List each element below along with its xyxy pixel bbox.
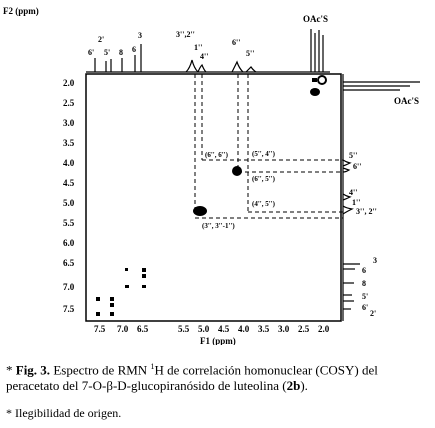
svg-text:4.0: 4.0	[63, 158, 75, 168]
svg-text:2.0: 2.0	[63, 78, 75, 88]
label-6: 6	[132, 45, 136, 54]
caption-text-2: H de correlación homonuclear (COSY) del …	[6, 362, 378, 394]
svg-text:3.0: 3.0	[278, 324, 290, 334]
label-3dd-2dd: 3'',2''	[176, 30, 195, 39]
label-1dd: 1''	[194, 43, 202, 52]
label-4dd: 4''	[200, 52, 208, 61]
caption-text-1: Espectro de RMN	[53, 362, 151, 378]
right-peak-labels: OAc'S 5'' 6'' 4'' 1'' 3'', 2'' 3 6 8 5' …	[349, 96, 419, 318]
svg-text:3.0: 3.0	[63, 118, 75, 128]
svg-text:5.5: 5.5	[63, 218, 75, 228]
label-3: 3	[138, 31, 142, 40]
label-oacs-top: OAc'S	[303, 14, 328, 24]
figure-caption: * Fig. 3. Espectro de RMN 1H de correlac…	[6, 359, 431, 394]
svg-text:6.5: 6.5	[137, 324, 149, 334]
caption-text-3: ).	[300, 378, 308, 394]
label-oacs-right: OAc'S	[394, 96, 419, 106]
footnote: * Ilegibilidad de origen.	[6, 406, 122, 420]
svg-text:8: 8	[362, 279, 366, 288]
cross-peak-labels: (6'', 6'') (5'', 4'') (6'', 5'') (4'', 5…	[202, 150, 276, 230]
svg-text:4.5: 4.5	[218, 324, 230, 334]
svg-text:2.5: 2.5	[298, 324, 310, 334]
svg-text:5'': 5''	[349, 151, 357, 160]
svg-text:(3'', 3''-1''): (3'', 3''-1'')	[202, 222, 235, 230]
f2-axis-label: F2 (ppm)	[3, 6, 39, 16]
label-5dd: 5''	[246, 49, 254, 58]
label-5prime: 5'	[104, 48, 110, 57]
caption-compound: 2b	[286, 378, 301, 394]
svg-text:3.5: 3.5	[63, 138, 75, 148]
y-axis-ticks: 2.0 2.5 3.0 3.5 4.0 4.5 5.0 5.5 6.0 6.5 …	[63, 78, 75, 314]
svg-text:4'': 4''	[349, 188, 357, 197]
svg-text:5.0: 5.0	[198, 324, 210, 334]
svg-text:5': 5'	[362, 292, 368, 301]
svg-text:2.5: 2.5	[63, 98, 75, 108]
svg-text:3'', 2'': 3'', 2''	[356, 207, 377, 216]
caption-fig-label: Fig. 3.	[15, 362, 51, 378]
svg-text:7.0: 7.0	[117, 324, 129, 334]
caption-superscript: 1	[150, 362, 155, 371]
right-1d-projection	[342, 74, 420, 321]
svg-text:2': 2'	[370, 309, 376, 318]
svg-text:4.5: 4.5	[63, 178, 75, 188]
plot-frame	[85, 73, 342, 322]
svg-text:3: 3	[373, 256, 377, 265]
svg-text:5.0: 5.0	[63, 198, 75, 208]
svg-text:6': 6'	[362, 303, 368, 312]
top-peak-labels: 2' 6' 5' 8 6 3 3'',2'' 1'' 4'' 6'' 5'' O…	[88, 14, 328, 61]
svg-text:6: 6	[362, 266, 366, 275]
svg-text:5.5: 5.5	[178, 324, 190, 334]
caption-marker: *	[6, 362, 13, 378]
cosy-spectrum-figure: F2 (ppm) 2' 6' 5' 8 6 3 3'',2'' 1'' 4'' …	[3, 6, 420, 345]
svg-text:3.5: 3.5	[258, 324, 270, 334]
svg-text:2.0: 2.0	[318, 324, 330, 334]
label-2prime: 2'	[98, 35, 104, 44]
f1-axis-label: F1 (ppm)	[200, 336, 236, 345]
label-6prime: 6'	[88, 48, 94, 57]
svg-text:(4'', 5''): (4'', 5'')	[252, 200, 276, 208]
svg-text:1'': 1''	[352, 198, 360, 207]
label-6dd: 6''	[232, 38, 240, 47]
svg-text:7.5: 7.5	[94, 324, 106, 334]
svg-text:(6'', 6''): (6'', 6'')	[205, 151, 229, 159]
cross-peaks	[96, 75, 327, 316]
svg-text:7.0: 7.0	[63, 282, 75, 292]
svg-text:6.5: 6.5	[63, 258, 75, 268]
x-axis-ticks: 7.5 7.0 6.5 5.5 5.0 4.5 4.0 3.5 3.0 2.5 …	[94, 324, 330, 334]
label-8: 8	[119, 48, 123, 57]
svg-text:(5'', 4''): (5'', 4'')	[252, 150, 276, 158]
svg-text:4.0: 4.0	[238, 324, 250, 334]
svg-text:(6'', 5''): (6'', 5'')	[252, 175, 276, 183]
correlation-dashed-lines	[194, 74, 343, 219]
top-1d-projection	[86, 29, 330, 73]
svg-text:7.5: 7.5	[63, 304, 75, 314]
svg-text:6.0: 6.0	[63, 238, 75, 248]
svg-text:6'': 6''	[353, 162, 361, 171]
